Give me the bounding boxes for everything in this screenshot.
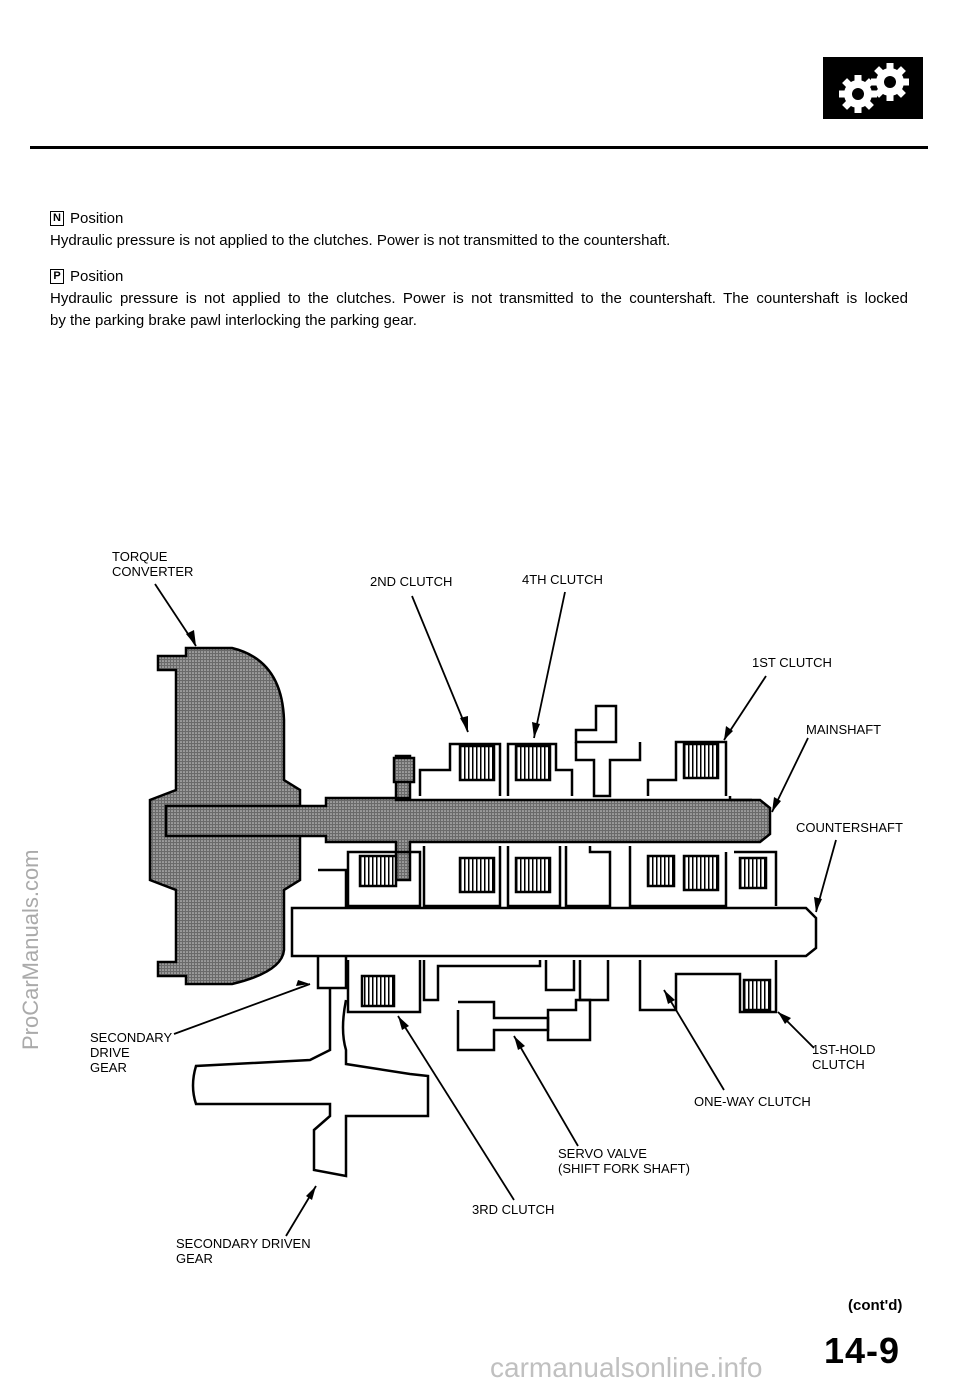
p-text-line-2: by the parking brake pawl interlocking t… [50,312,417,329]
label-secondary-driven-2: GEAR [176,1251,213,1266]
label-secondary-drive-1: SECONDARY [90,1030,172,1045]
label-1st-clutch: 1ST CLUTCH [752,655,832,670]
transmission-diagram: TORQUE CONVERTER 2ND CLUTCH 4TH CLUTCH 1… [90,549,903,1266]
n-position-text: Hydraulic pressure is not applied to the… [50,232,671,249]
label-secondary-drive-3: GEAR [90,1060,127,1075]
n-heading-label: Position [70,210,124,227]
label-1st-hold-2: CLUTCH [812,1057,865,1072]
continued-label: (cont'd) [848,1297,903,1314]
gears-icon [839,63,909,113]
label-2nd-clutch: 2ND CLUTCH [370,574,452,589]
page-number: 14-9 [824,1330,901,1371]
label-4th-clutch: 4TH CLUTCH [522,572,603,587]
leader-arrowheads [186,630,822,1200]
label-mainshaft: MAINSHAFT [806,722,881,737]
mainshaft-collar [392,756,416,784]
p-position-heading: P Position [50,268,123,285]
p-heading-label: Position [70,268,124,285]
countershaft-shape [290,906,818,958]
label-servo-valve-1: SERVO VALVE [558,1146,647,1161]
side-watermark: ProCarManuals.com [18,849,43,1050]
label-1st-hold-1: 1ST-HOLD [812,1042,876,1057]
label-secondary-driven-1: SECONDARY DRIVEN [176,1236,311,1251]
label-servo-valve-2: (SHIFT FORK SHAFT) [558,1161,690,1176]
lower-clutch-assemblies [346,960,778,1052]
middle-clutch-assemblies [346,846,778,908]
upper-clutch-assemblies [418,704,752,802]
n-position-heading: N Position [50,210,123,227]
p-position-text: Hydraulic pressure is not applied to the… [50,288,908,332]
p-mode-box: P [50,269,64,284]
secondary-driven-gear-shape [191,988,430,1178]
gear-badge-icon [823,57,923,119]
label-3rd-clutch: 3RD CLUTCH [472,1202,554,1217]
n-mode-box: N [50,211,64,226]
label-one-way-clutch: ONE-WAY CLUTCH [694,1094,811,1109]
label-torque-converter-2: CONVERTER [112,564,193,579]
mainshaft-shape [164,754,772,882]
label-torque-converter-1: TORQUE [112,549,168,564]
bottom-watermark: carmanualsonline.info [490,1352,763,1383]
label-secondary-drive-2: DRIVE [90,1045,130,1060]
header-rule [30,146,928,149]
p-text-line-1: Hydraulic pressure is not applied to the… [50,290,908,307]
label-countershaft: COUNTERSHAFT [796,820,903,835]
